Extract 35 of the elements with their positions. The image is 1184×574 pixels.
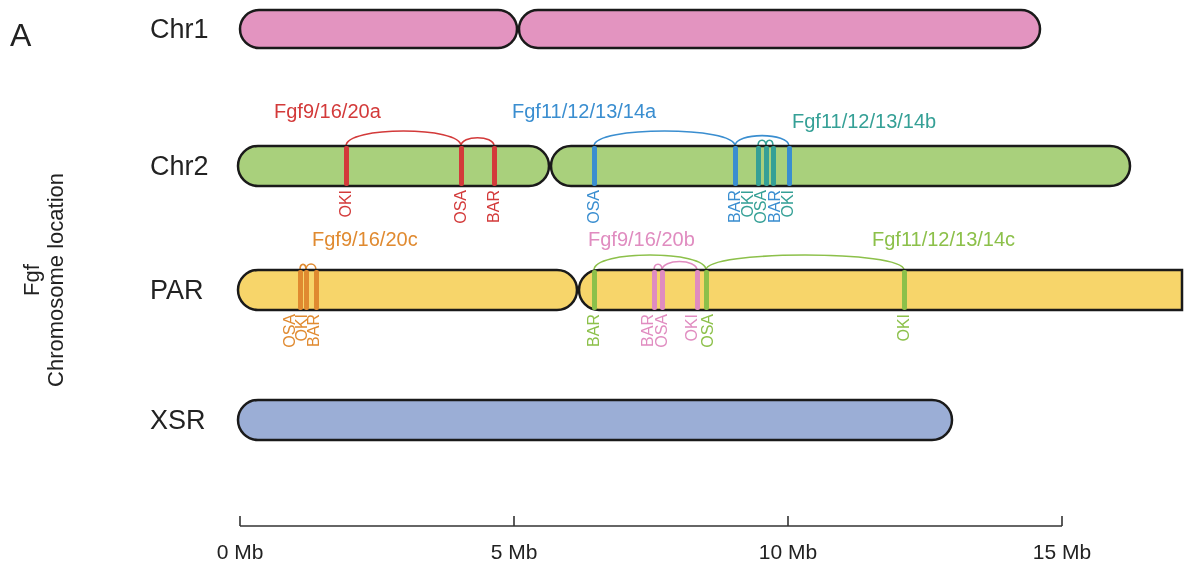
chromosome-label: PAR [150, 275, 204, 305]
gene-label: OSA [753, 190, 769, 224]
tick-label: 15 Mb [1032, 540, 1092, 563]
gene-label: OKI [780, 190, 796, 218]
gene-family-label: Fgf11/12/13/14a [512, 100, 657, 122]
connector-arc [593, 130, 736, 147]
gene-label: OSA [586, 190, 602, 224]
tick-label: 5 Mb [490, 540, 538, 563]
gene-label: OSA [453, 190, 469, 224]
gene-label: OKI [896, 314, 912, 342]
gene-family-label: Fgf11/12/13/14b [792, 110, 937, 132]
gene-label: OKI [684, 314, 700, 342]
chromosome-label: Chr2 [150, 151, 209, 181]
tick-label: 0 Mb [216, 540, 264, 563]
chromosome-label: Chr1 [150, 14, 209, 44]
axis-title: Chromosome location [44, 173, 68, 387]
connector-arc [460, 136, 495, 147]
connector-arc [593, 254, 707, 271]
gene-label: BAR [640, 314, 656, 347]
panel-letter: A [10, 18, 32, 52]
gene-family-label: Fgf9/16/20b [588, 228, 695, 250]
chromosome-label: XSR [150, 405, 206, 435]
gene-label: OKI [338, 190, 354, 218]
axis-title: Fgf [20, 264, 44, 296]
connector-arc [661, 260, 698, 271]
connector-arc [734, 134, 790, 147]
gene-family-label: Fgf9/16/20c [312, 228, 418, 250]
gene-family-label: Fgf9/16/20a [274, 100, 381, 122]
gene-label: OSA [654, 314, 670, 348]
tick-label: 10 Mb [758, 540, 818, 563]
connector-arc [345, 130, 462, 147]
gene-family-label: Fgf11/12/13/14c [872, 228, 1016, 250]
gene-label: BAR [586, 314, 602, 347]
gene-label: BAR [486, 190, 502, 223]
gene-label: OSA [700, 314, 716, 348]
